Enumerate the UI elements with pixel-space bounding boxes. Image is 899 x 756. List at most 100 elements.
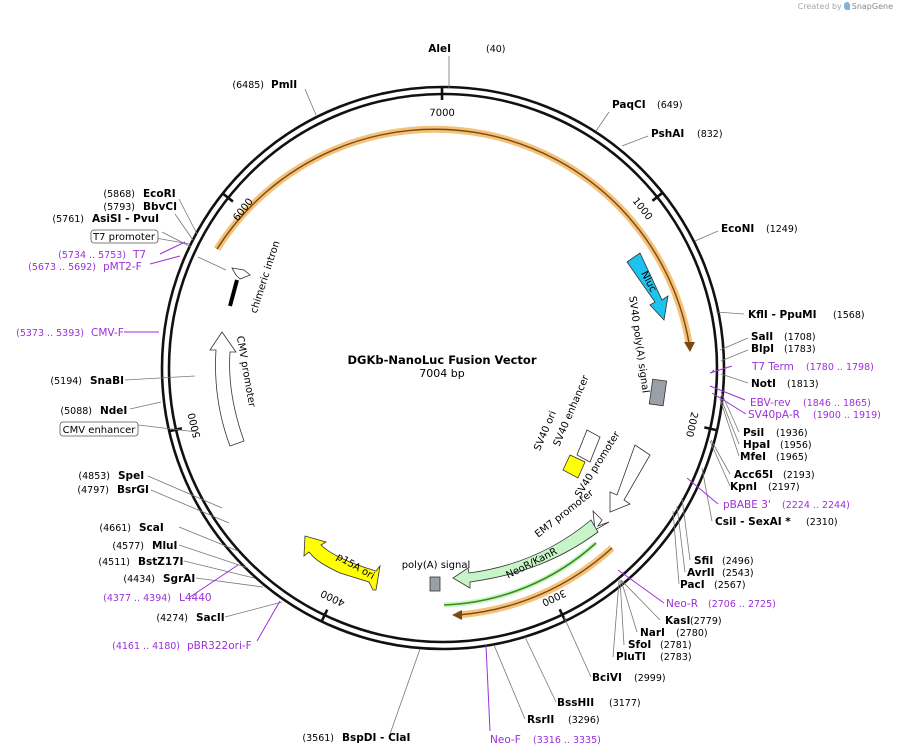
svg-text:KpnI: KpnI xyxy=(730,481,757,493)
site-bspdi[interactable]: BspDI xyxy=(342,732,376,744)
site-nari[interactable]: NarI xyxy=(640,627,665,639)
primer-cmv-f[interactable]: CMV-F xyxy=(91,327,124,339)
site-scai[interactable]: ScaI xyxy=(139,522,164,534)
site-sfoi[interactable]: SfoI xyxy=(628,639,651,651)
site-pmli[interactable]: PmlI xyxy=(271,79,297,91)
svg-text:BsrGI: BsrGI xyxy=(117,484,149,496)
site-sacii[interactable]: SacII xyxy=(196,612,225,624)
site-bstz17i[interactable]: BstZ17I xyxy=(138,556,183,568)
site-rsrii[interactable]: RsrII xyxy=(527,714,554,726)
svg-text:SfiI: SfiI xyxy=(694,555,713,567)
neor-kanr-feature xyxy=(452,519,599,589)
primer-ebv-rev[interactable]: EBV-rev xyxy=(750,397,791,409)
site-bcivi[interactable]: BciVI xyxy=(592,672,622,684)
site-psii[interactable]: PsiI xyxy=(743,427,764,439)
svg-text:KasI: KasI xyxy=(665,615,690,627)
svg-text:SnaBI: SnaBI xyxy=(90,375,124,387)
site-acc65i[interactable]: Acc65I xyxy=(734,469,773,481)
site-ecori[interactable]: EcoRI xyxy=(143,188,176,200)
svg-text:(1783): (1783) xyxy=(784,344,816,355)
svg-text:CsiI - SexAI *: CsiI - SexAI * xyxy=(715,516,791,528)
svg-text:PaqCI: PaqCI xyxy=(612,99,646,111)
nluc-feature xyxy=(626,252,669,321)
snapgene-name: SnapGene xyxy=(851,2,893,11)
tick-mark xyxy=(320,609,329,622)
primer-neo-f-pos: (3316 .. 3335) xyxy=(533,735,601,746)
site-pvui[interactable]: - PvuI xyxy=(121,213,159,225)
site-ndei[interactable]: NdeI xyxy=(100,405,127,417)
site-sgrai[interactable]: SgrAI xyxy=(163,573,195,585)
svg-text:BssHII: BssHII xyxy=(557,697,594,709)
site-bbvci-pos: (5793) xyxy=(103,202,135,213)
site-bbvci[interactable]: BbvCI xyxy=(143,201,177,213)
site-hpai[interactable]: HpaI xyxy=(743,439,770,451)
primer-pmt2-f[interactable]: pMT2-F xyxy=(103,261,142,273)
primer-pbabe3[interactable]: pBABE 3' xyxy=(723,499,771,511)
site-paqci-pos: (649) xyxy=(657,100,683,111)
site-econi[interactable]: EcoNI xyxy=(721,223,754,235)
site-mlui[interactable]: MluI xyxy=(152,540,177,552)
site-rsrii-pos: (3296) xyxy=(568,715,600,726)
primer-sv40pa-r[interactable]: SV40pA-R xyxy=(748,409,800,421)
sv40-polya-box xyxy=(648,378,668,407)
site-kasi-pos: (2779) xyxy=(690,616,722,627)
svg-text:SgrAI: SgrAI xyxy=(163,573,195,585)
site-econi-pos: (1249) xyxy=(766,224,798,235)
primer-t7-term-pos: (1780 .. 1798) xyxy=(806,362,874,373)
site-bsshii[interactable]: BssHII xyxy=(557,697,594,709)
site-kasi[interactable]: KasI xyxy=(665,615,690,627)
site-alei[interactable]: AleI xyxy=(428,43,451,55)
site-clai[interactable]: - ClaI xyxy=(376,732,410,744)
primer-l4440[interactable]: L4440 xyxy=(179,592,212,604)
site-sali[interactable]: SalI xyxy=(751,331,773,343)
site-psii-pos: (1936) xyxy=(776,428,808,439)
site-snabi[interactable]: SnaBI xyxy=(90,375,124,387)
cmv-enhancer-box[interactable] xyxy=(59,421,139,437)
svg-text:KflI - PpuMI: KflI - PpuMI xyxy=(748,309,817,321)
site-noti[interactable]: NotI xyxy=(751,378,776,390)
site-scai-pos: (4661) xyxy=(99,523,131,534)
svg-text:(5673 .. 5692): (5673 .. 5692) xyxy=(28,262,96,273)
svg-text:(2543): (2543) xyxy=(722,568,754,579)
svg-text:(4511): (4511) xyxy=(98,557,130,568)
site-sexai[interactable]: - SexAI * xyxy=(736,516,791,528)
svg-text:(3316 .. 3335): (3316 .. 3335) xyxy=(533,735,601,746)
svg-text:SpeI: SpeI xyxy=(118,470,144,482)
svg-text:(5373 .. 5393): (5373 .. 5393) xyxy=(16,328,84,339)
site-pluti[interactable]: PluTI xyxy=(616,651,646,663)
svg-text:EBV-rev: EBV-rev xyxy=(750,397,791,409)
svg-text:(3296): (3296) xyxy=(568,715,600,726)
primer-pbr322ori-f[interactable]: pBR322ori-F xyxy=(187,640,252,652)
primer-l4440-pos: (4377 .. 4394) xyxy=(103,593,171,604)
site-spei[interactable]: SpeI xyxy=(118,470,144,482)
site-csii[interactable]: CsiI xyxy=(715,516,736,528)
t7-promoter-box[interactable] xyxy=(90,229,159,244)
site-bsrgi-pos: (4797) xyxy=(77,485,109,496)
site-sfii[interactable]: SfiI xyxy=(694,555,713,567)
svg-text:RsrII: RsrII xyxy=(527,714,554,726)
svg-text:(4434): (4434) xyxy=(123,574,155,585)
site-kfli[interactable]: KflI xyxy=(748,309,768,321)
primer-neo-r[interactable]: Neo-R xyxy=(666,598,698,610)
tick-label: 4000 xyxy=(319,587,347,608)
site-paqci[interactable]: PaqCI xyxy=(612,99,646,111)
site-blpi[interactable]: BlpI xyxy=(751,343,774,355)
site-avrii[interactable]: AvrII xyxy=(687,567,715,579)
site-paci[interactable]: PacI xyxy=(680,579,705,591)
svg-text:(3561): (3561) xyxy=(302,733,334,744)
svg-text:ScaI: ScaI xyxy=(139,522,164,534)
primer-neo-f[interactable]: Neo-F xyxy=(490,734,521,746)
site-mfei[interactable]: MfeI xyxy=(740,451,766,463)
primer-t7-term[interactable]: T7 Term xyxy=(751,361,794,373)
site-ppumi[interactable]: - PpuMI xyxy=(768,309,817,321)
site-asisi[interactable]: AsiSI xyxy=(92,213,121,225)
site-bsrgi[interactable]: BsrGI xyxy=(117,484,149,496)
primer-t7[interactable]: T7 xyxy=(132,249,146,261)
site-kpni[interactable]: KpnI xyxy=(730,481,757,493)
orf-arcs xyxy=(214,125,695,620)
svg-text:PsiI: PsiI xyxy=(743,427,764,439)
svg-text:(2783): (2783) xyxy=(660,652,692,663)
site-pshai[interactable]: PshAI xyxy=(651,128,684,140)
svg-text:(4274): (4274) xyxy=(156,613,188,624)
